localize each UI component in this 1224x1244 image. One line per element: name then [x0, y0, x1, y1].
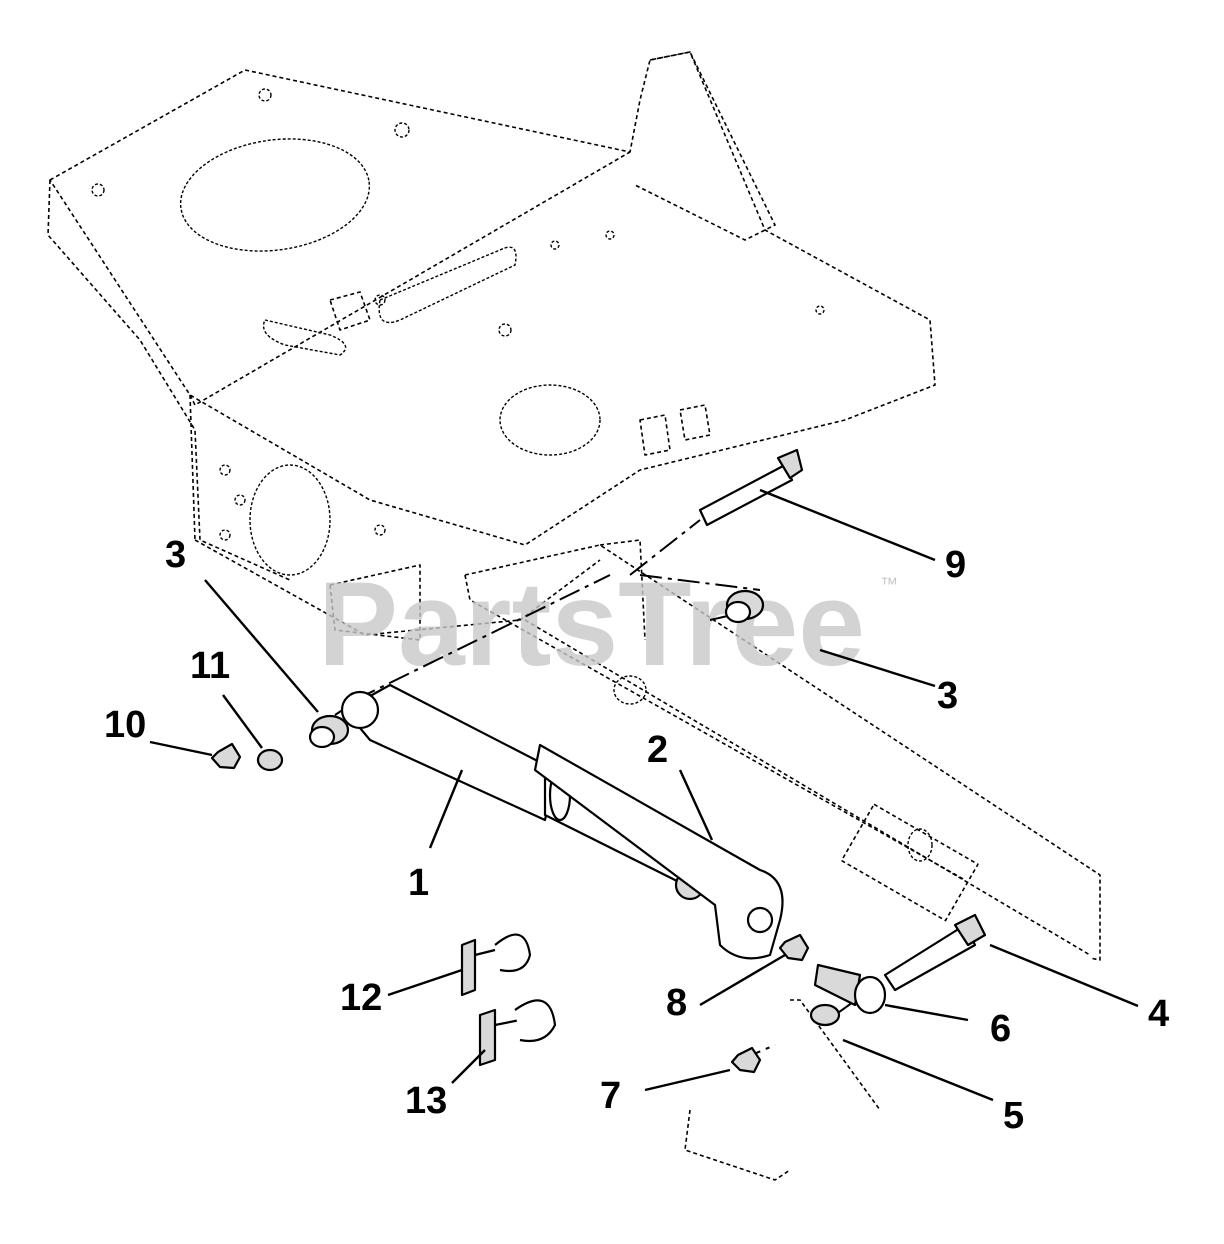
- part-1-steering-cylinder: [340, 683, 706, 901]
- callout-1: 1: [408, 862, 429, 904]
- part-7-nut: [730, 1046, 762, 1074]
- part-10-nut: [210, 742, 242, 770]
- part-9-bolt: [698, 448, 804, 527]
- callout-4: 4: [1148, 993, 1169, 1035]
- watermark-trademark: ™: [880, 574, 898, 594]
- part-11-washer: [256, 748, 284, 772]
- part-5-washer: [809, 1003, 841, 1027]
- callout-3-right: 3: [937, 675, 958, 717]
- callout-6: 6: [990, 1008, 1011, 1050]
- mower-frame: [47, 51, 1101, 1181]
- callout-7: 7: [600, 1075, 621, 1117]
- callout-9: 9: [945, 544, 966, 586]
- callout-11: 11: [190, 645, 230, 687]
- part-13-clip: [478, 999, 557, 1067]
- callout-8: 8: [666, 982, 687, 1024]
- callout-2: 2: [647, 729, 668, 771]
- part-3-spacer-left: [308, 714, 350, 749]
- callout-5: 5: [1003, 1095, 1024, 1137]
- part-8-nut: [778, 933, 810, 962]
- part-2-bracket: [533, 743, 784, 960]
- part-3-spacer-right: [724, 589, 765, 624]
- callout-numbers: 1 2 3 3 4 5 6 7 8 9 10 11 12 13: [104, 534, 1169, 1137]
- callout-10: 10: [104, 704, 146, 746]
- callout-13: 13: [405, 1080, 447, 1122]
- part-6-rod-end: [813, 963, 887, 1015]
- part-12-clip: [460, 933, 532, 997]
- callout-3-left: 3: [165, 534, 186, 576]
- callout-12: 12: [340, 977, 382, 1019]
- part-4-bolt: [883, 913, 987, 992]
- watermark-text: PartsTree: [318, 557, 865, 691]
- leader-lines: [149, 488, 1139, 1102]
